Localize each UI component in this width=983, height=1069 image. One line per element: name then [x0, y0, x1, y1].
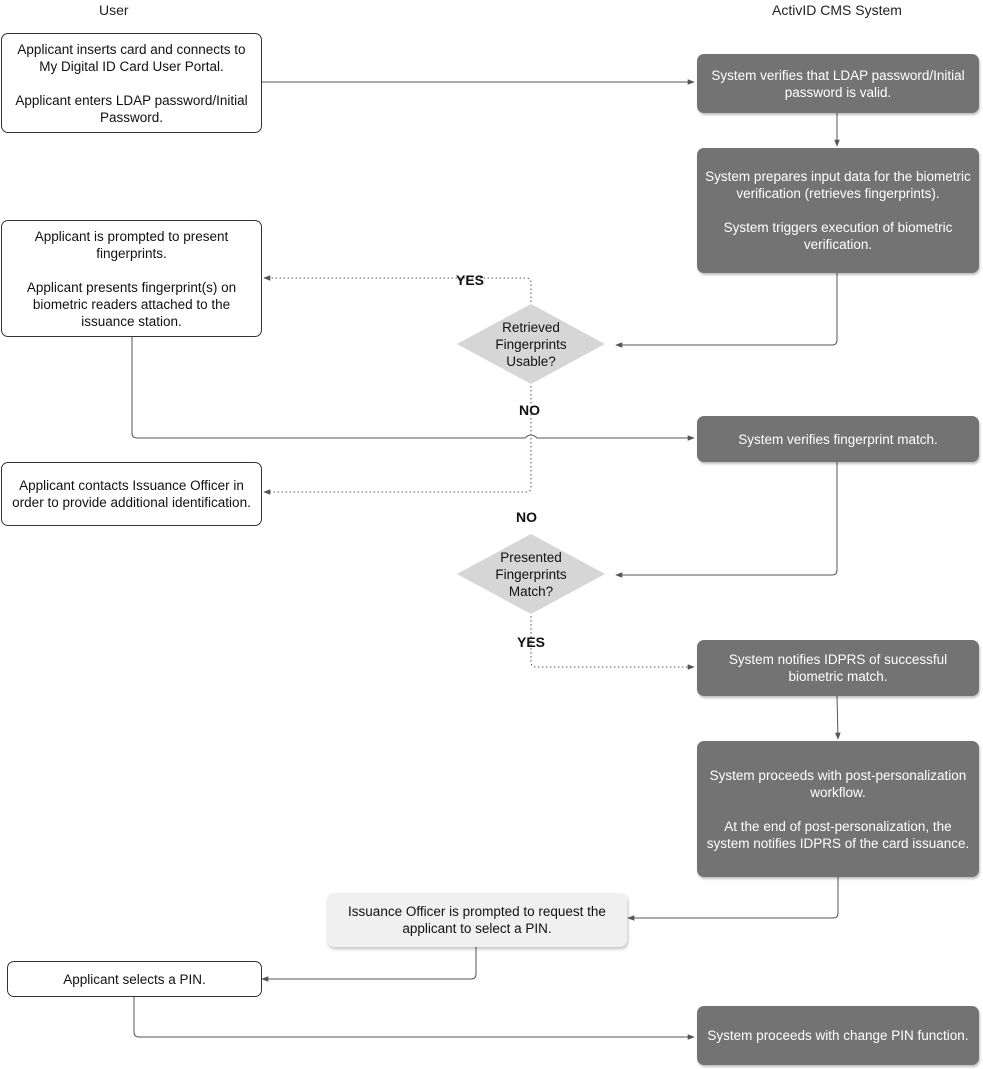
- arrow-notify-to-post: [835, 695, 841, 740]
- applicant-contact-officer-box: Applicant contacts Issuance Officer in o…: [1, 462, 262, 526]
- system-post-personalization-text-1: System proceeds with post-personalizatio…: [709, 767, 967, 800]
- label-usable-yes: YES: [456, 272, 485, 288]
- system-verify-match-box: System verifies fingerprint match.: [697, 416, 979, 462]
- arrow-officer-to-select-pin: [261, 947, 477, 982]
- lane-header-user: User: [99, 2, 129, 18]
- system-verify-ldap-box: System verifies that LDAP password/Initi…: [697, 54, 979, 113]
- arrow-prepare-to-usable: [615, 273, 838, 348]
- arrow-select-pin-to-change-pin: [133, 997, 695, 1040]
- lane-header-system: ActivID CMS System: [772, 2, 902, 18]
- applicant-fingerprints-text-2: Applicant presents fingerprint(s) on bio…: [26, 279, 237, 329]
- arrow-fingerprints-to-verify-match: [131, 337, 695, 441]
- applicant-start-box: Applicant inserts card and connects to M…: [1, 33, 262, 133]
- applicant-start-text-2: Applicant enters LDAP password/Initial P…: [15, 92, 248, 125]
- system-notify-idprs-text: System notifies IDPRS of successful biom…: [728, 652, 948, 684]
- label-match-no: NO: [516, 509, 537, 525]
- system-verify-ldap-text: System verifies that LDAP password/Initi…: [711, 67, 965, 100]
- system-prepare-input-text-2: System triggers execution of biometric v…: [723, 220, 953, 252]
- system-notify-idprs-box: System notifies IDPRS of successful biom…: [697, 640, 979, 696]
- system-prepare-input-text-1: System prepares input data for the biome…: [705, 169, 971, 201]
- system-change-pin-text: System proceeds with change PIN function…: [707, 1028, 969, 1043]
- applicant-fingerprints-box: Applicant is prompted to present fingerp…: [1, 220, 262, 337]
- system-post-personalization-box: System proceeds with post-personalizatio…: [697, 741, 979, 877]
- applicant-select-pin-box: Applicant selects a PIN.: [7, 961, 262, 997]
- applicant-contact-officer-text: Applicant contacts Issuance Officer in o…: [12, 478, 251, 510]
- system-prepare-input-box: System prepares input data for the biome…: [697, 148, 979, 273]
- arrow-verify-match-to-decision: [615, 462, 838, 578]
- decision-usable-text: Retrieved Fingerprints Usable?: [495, 320, 567, 369]
- decision-match-shape: [457, 534, 605, 614]
- label-usable-no: NO: [519, 402, 540, 418]
- arrow-post-to-officer: [627, 877, 839, 921]
- decision-match-text: Presented Fingerprints Match?: [495, 550, 567, 599]
- applicant-start-text-1: Applicant inserts card and connects to M…: [17, 41, 246, 74]
- applicant-fingerprints-text-1: Applicant is prompted to present fingerp…: [34, 228, 229, 261]
- arrow-match-yes: [530, 612, 695, 670]
- label-match-yes: YES: [517, 634, 546, 650]
- system-verify-match-text: System verifies fingerprint match.: [738, 431, 938, 447]
- arrow-usable-no: [263, 382, 532, 495]
- arrow-usable-yes: [263, 275, 532, 306]
- system-post-personalization-text-2: At the end of post-personalization, the …: [706, 818, 970, 851]
- system-change-pin-box: System proceeds with change PIN function…: [697, 1006, 979, 1065]
- decision-usable-shape: [457, 304, 605, 384]
- issuance-officer-text: Issuance Officer is prompted to request …: [348, 904, 606, 936]
- applicant-select-pin-text: Applicant selects a PIN.: [63, 971, 206, 987]
- issuance-officer-box: Issuance Officer is prompted to request …: [327, 893, 627, 947]
